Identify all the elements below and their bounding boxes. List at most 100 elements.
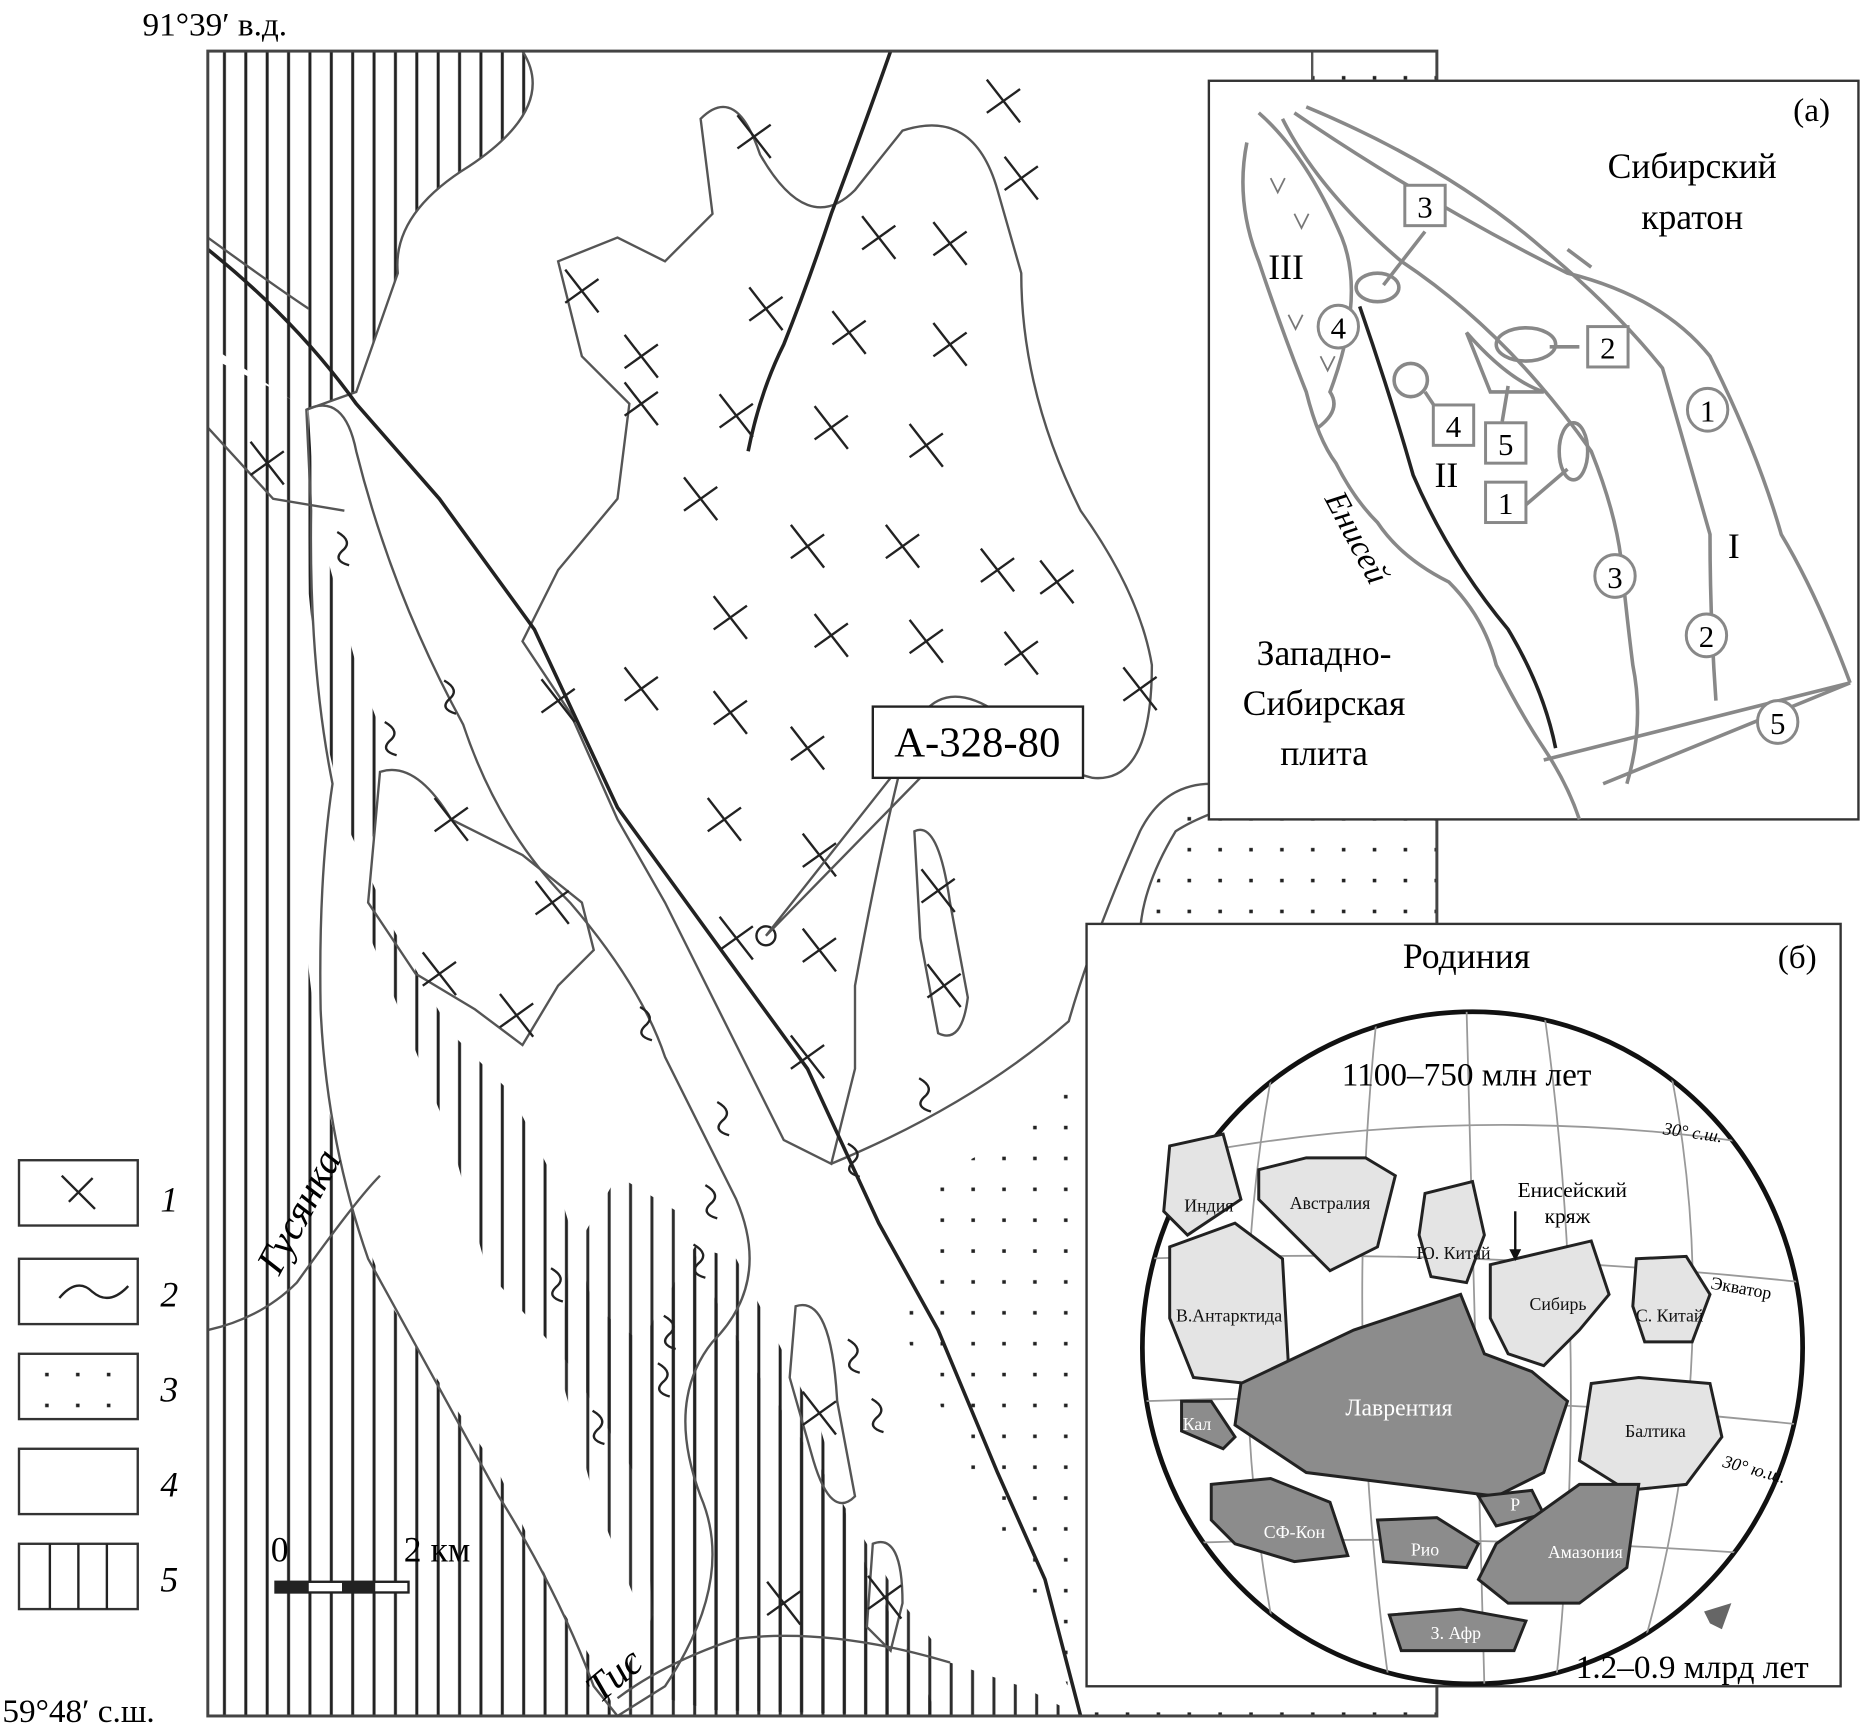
- schist-wave-symbols: [336, 531, 932, 1446]
- granite-cross: [979, 547, 1016, 593]
- granite-cross: [249, 441, 285, 486]
- schist-wave: [704, 1184, 718, 1220]
- continent-5: С. Китай: [1631, 1254, 1712, 1344]
- svg-text:Кал: Кал: [1183, 1414, 1212, 1434]
- schist-wave: [443, 679, 457, 715]
- granite-cross: [712, 690, 748, 735]
- granite-cross: [985, 78, 1021, 124]
- scale-start: 0: [271, 1530, 289, 1570]
- zone-II: II: [1435, 455, 1459, 495]
- fault-number-5: 5: [1756, 699, 1800, 745]
- zone-III: III: [1268, 247, 1304, 287]
- continent-1: Индия: [1162, 1132, 1243, 1237]
- legend-label-2: 2: [160, 1274, 178, 1314]
- legend-item-2: 2: [17, 1257, 178, 1326]
- legend-item-5: 5: [17, 1542, 178, 1611]
- svg-text:2: 2: [1699, 619, 1714, 654]
- legend-item-4: 4: [17, 1447, 178, 1516]
- fault-number-1: 1: [1685, 386, 1730, 433]
- massif-number-3: 3: [1403, 183, 1447, 228]
- granite-cross: [884, 524, 921, 569]
- granite-cross: [623, 666, 659, 711]
- granite-cross: [683, 476, 719, 521]
- granite-cross: [1003, 631, 1039, 676]
- svg-text:С. Китай: С. Китай: [1636, 1306, 1704, 1326]
- scale-end: 2 км: [404, 1530, 471, 1570]
- granite-cross: [801, 1391, 837, 1436]
- scale-bar: 0 2 км: [271, 1530, 471, 1594]
- legend-label-5: 5: [160, 1559, 178, 1599]
- legend-item-3: 3: [17, 1352, 178, 1421]
- svg-text:3: 3: [1607, 560, 1622, 595]
- schist-wave: [639, 1006, 653, 1042]
- granite-cross: [789, 1034, 826, 1080]
- granite-cross: [813, 405, 849, 450]
- granite-cross: [908, 423, 944, 468]
- yenisei-ridge-label-line-2: кряж: [1545, 1204, 1591, 1228]
- granite-cross: [499, 993, 535, 1038]
- granite-cross: [623, 334, 659, 379]
- age-bottom-label: 1.2–0.9 млрд лет: [1576, 1649, 1809, 1686]
- schist-wave: [871, 1397, 884, 1434]
- latitude-label: 59°48′ с.ш.: [2, 1693, 154, 1730]
- volcanic-v-symbols: [1269, 177, 1336, 373]
- age-range-label: 1100–750 млн лет: [1342, 1056, 1592, 1093]
- svg-text:Р: Р: [1510, 1495, 1520, 1515]
- legend-label-4: 4: [160, 1464, 178, 1504]
- inset-a-regional-map: (а) Сибирский кратон Западно- Сибирская …: [1207, 79, 1860, 821]
- granite-cross: [748, 286, 784, 331]
- granite-cross: [932, 221, 968, 266]
- svg-text:5: 5: [1498, 427, 1513, 462]
- granite-cross: [706, 797, 742, 842]
- plate-label-line-2: Сибирская: [1243, 683, 1406, 723]
- legend-label-1: 1: [160, 1179, 178, 1219]
- longitude-label: 91°39′ в.д.: [143, 7, 288, 44]
- massif-number-4: 4: [1431, 403, 1476, 447]
- granite-cross: [540, 678, 576, 723]
- svg-text:Лаврентия: Лаврентия: [1345, 1396, 1452, 1422]
- plate-label-line-1: Западно-: [1257, 633, 1392, 673]
- schist-wave: [657, 1362, 671, 1398]
- craton-label-line-2: кратон: [1641, 197, 1743, 237]
- schist-wave: [692, 1243, 706, 1279]
- granite-cross: [801, 927, 837, 973]
- fault-number-2: 2: [1684, 612, 1729, 659]
- granite-cross: [433, 797, 469, 842]
- massif-number-5: 5: [1484, 421, 1528, 465]
- schist-wave: [847, 1142, 861, 1178]
- unit-5-striped-area: [207, 51, 939, 1716]
- granite-cross: [932, 322, 968, 367]
- svg-text:З. Афр: З. Афр: [1431, 1623, 1482, 1643]
- fault-number-4: 4: [1316, 303, 1360, 350]
- massif-number-1: 1: [1484, 480, 1528, 525]
- inset-b-label: (б): [1778, 939, 1817, 976]
- schist-wave: [716, 1101, 730, 1137]
- inset-b-rodinia: Родиния (б) 1100–750 млн лет 30° с.ш. Эк…: [1085, 922, 1842, 1688]
- continent-4: Сибирь: [1488, 1239, 1611, 1368]
- svg-text:Австралия: Австралия: [1290, 1193, 1371, 1213]
- svg-text:В.Антарктида: В.Антарктида: [1176, 1306, 1282, 1326]
- granite-cross: [789, 726, 826, 771]
- continent-8: Балтика: [1577, 1376, 1724, 1492]
- granite-cross: [789, 524, 826, 569]
- granite-cross: [1122, 666, 1158, 711]
- schist-wave: [847, 1338, 861, 1374]
- continent-9: Кал: [1180, 1399, 1237, 1451]
- granite-cross: [718, 916, 754, 961]
- granite-cross: [736, 114, 772, 159]
- granite-cross: [564, 268, 600, 314]
- svg-text:1: 1: [1498, 486, 1513, 521]
- schist-wave: [918, 1077, 932, 1113]
- granite-cross: [534, 880, 570, 925]
- small-fragment: [1704, 1603, 1732, 1630]
- continent-13: Амазония: [1476, 1482, 1641, 1605]
- svg-text:Рио: Рио: [1411, 1540, 1439, 1560]
- svg-text:2: 2: [1600, 331, 1615, 366]
- granite-cross: [766, 1581, 802, 1626]
- legend-item-1: 1: [17, 1159, 178, 1227]
- svg-text:Амазония: Амазония: [1548, 1542, 1623, 1562]
- granite-cross: [908, 619, 944, 664]
- craton-label-line-1: Сибирский: [1608, 146, 1777, 186]
- granite-cross: [831, 310, 867, 355]
